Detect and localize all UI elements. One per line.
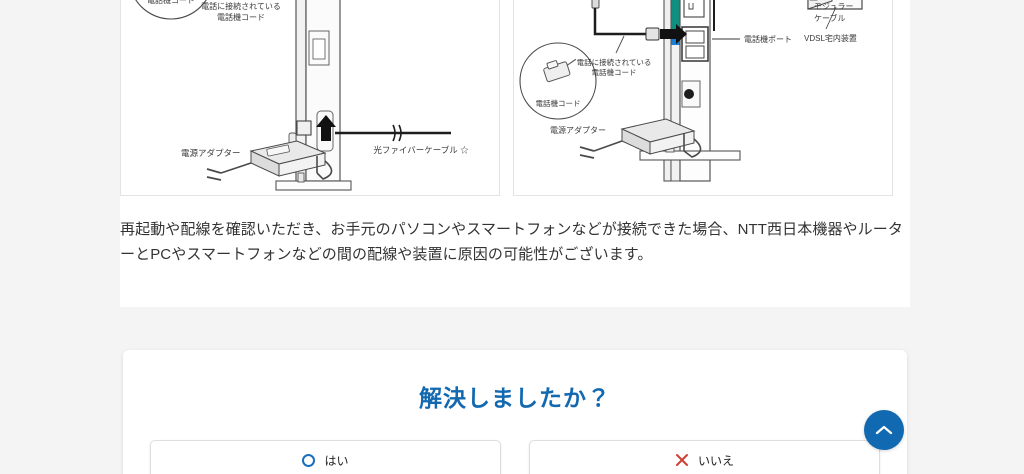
circle-icon [302,453,316,467]
figure1-label-connected-cord-l2: 電話機コード [217,12,265,22]
figure2-label-modular-cable-l1: モジュラー [814,2,853,11]
scroll-to-top-button[interactable] [864,410,904,450]
figure2-label-connected-cord-l1: 電話に接続されている [577,57,652,67]
feedback-card: 解決しましたか？ はい いいえ [123,350,907,474]
figure-hikari-image: 電話機コード LANケーブル [121,0,499,195]
figure-vdsl-wiring: 電話機コード LANケーブル LANケーブル [513,0,893,196]
feedback-yes-label: はい [324,453,349,468]
feedback-title: 解決しましたか？ [419,385,611,411]
feedback-yes-button[interactable]: はい [150,440,501,474]
figure2-power-adapter [579,118,702,159]
feedback-button-group: はい いいえ [123,440,907,474]
article-content: 電話機コード LANケーブル [120,0,910,307]
figure-vdsl-image: 電話機コード LANケーブル LANケーブル [514,0,892,195]
feedback-no-label: いいえ [697,453,734,468]
figure-hikari-wiring: 電話機コード LANケーブル [120,0,500,196]
figure1-label-phone-cord: 電話機コード [147,0,195,5]
figure2-label-vdsl-device: VDSL宅内装置 [804,33,857,43]
figure1-power-adapter [206,140,333,181]
x-mark-icon [675,453,689,467]
feedback-no-button[interactable]: いいえ [529,440,880,474]
figure1-label-power-adapter: 電源アダプター [181,148,241,158]
figure2-label-connected-cord-l2: 電話機コード [592,67,637,77]
body-paragraph: 再起動や配線を確認いただき、お手元のパソコンやスマートフォンなどが接続できた場合… [120,221,903,263]
figure2-label-power-adapter: 電源アダプター [550,125,606,135]
figure2-label-modular-cable-l2: ケーブル [814,13,846,23]
figure2-label-phone-port: 電話機ポート [744,34,792,44]
figure2-label-phone-cord: 電話機コード [536,98,581,108]
chevron-up-icon [875,425,893,435]
figure1-label-connected-cord-l1: 電話に接続されている [201,1,281,11]
figure2-vdsl-device [807,0,863,10]
figure1-label-optical-fiber: 光ファイバーケーブル ☆ [373,145,469,155]
figure-row: 電話機コード LANケーブル [120,0,910,196]
